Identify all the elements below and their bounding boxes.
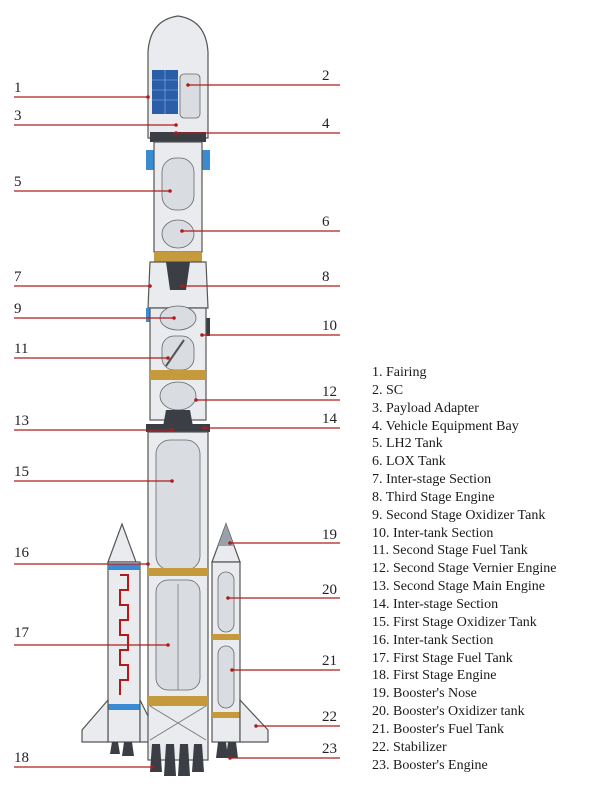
callout-number: 6 — [322, 214, 330, 230]
callout-number: 8 — [322, 269, 330, 285]
leader-dot — [174, 131, 178, 135]
left-booster — [81, 522, 151, 756]
callout-number: 2 — [322, 68, 330, 84]
callout-number: 12 — [322, 384, 337, 400]
right-booster — [211, 522, 269, 758]
leader-dot — [254, 724, 258, 728]
leader-dot — [180, 229, 184, 233]
callout-number: 14 — [322, 411, 338, 427]
leader-dot — [230, 668, 234, 672]
leader-dot — [166, 643, 170, 647]
legend-item: 23. Booster's Engine — [372, 757, 488, 773]
legend-item: 21. Booster's Fuel Tank — [372, 721, 504, 737]
callout-number: 15 — [14, 464, 29, 480]
legend-item: 11. Second Stage Fuel Tank — [372, 543, 528, 559]
leader-dot — [180, 284, 184, 288]
callout-number: 23 — [322, 741, 337, 757]
leader-dot — [170, 479, 174, 483]
leader-dot — [150, 765, 154, 769]
leader-dot — [170, 428, 174, 432]
leader-dot — [200, 333, 204, 337]
legend-item: 22. Stabilizer — [372, 739, 447, 755]
legend-item: 18. First Stage Engine — [372, 668, 497, 684]
legend-item: 19. Booster's Nose — [372, 686, 477, 702]
legend-item: 5. LH2 Tank — [372, 436, 443, 452]
legend-item: 4. Vehicle Equipment Bay — [372, 418, 519, 434]
legend-item: 7. Inter-stage Section — [372, 472, 492, 488]
callout-number: 5 — [14, 174, 22, 190]
legend-item: 12. Second Stage Vernier Engine — [372, 561, 557, 577]
callout-number: 11 — [14, 341, 28, 357]
core-vehicle — [146, 15, 210, 776]
leader-dot — [172, 316, 176, 320]
leader-dot — [146, 562, 150, 566]
callout-number: 21 — [322, 653, 337, 669]
legend-item: 3. Payload Adapter — [372, 400, 479, 416]
legend-item: 16. Inter-tank Section — [372, 632, 494, 648]
legend-item: 1. Fairing — [372, 365, 427, 380]
callout-number: 20 — [322, 582, 337, 598]
leader-dot — [186, 83, 190, 87]
leader-dot — [226, 596, 230, 600]
callout-number: 16 — [14, 545, 30, 561]
legend-item: 9. Second Stage Oxidizer Tank — [372, 507, 546, 523]
legend-item: 13. Second Stage Main Engine — [372, 579, 546, 595]
leader-dot — [228, 541, 232, 545]
leader-dot — [146, 95, 150, 99]
leader-dot — [194, 398, 198, 402]
leader-dot — [228, 756, 232, 760]
callout-number: 17 — [14, 625, 30, 641]
callout-number: 22 — [322, 709, 337, 725]
callout-number: 4 — [322, 116, 330, 132]
callout-number: 19 — [322, 527, 337, 543]
leader-dot — [168, 189, 172, 193]
callout-number: 3 — [14, 108, 22, 124]
callout-number: 9 — [14, 301, 22, 317]
legend-item: 20. Booster's Oxidizer tank — [372, 704, 525, 720]
legend-item: 17. First Stage Fuel Tank — [372, 650, 513, 666]
callout-number: 7 — [14, 269, 22, 285]
legend-item: 8. Third Stage Engine — [372, 489, 495, 505]
legend-item: 14. Inter-stage Section — [372, 596, 499, 612]
legend-item: 15. First Stage Oxidizer Tank — [372, 614, 537, 630]
leader-dot — [174, 123, 178, 127]
leader-dot — [202, 426, 206, 430]
callout-number: 1 — [14, 80, 22, 96]
callout-number: 13 — [14, 413, 29, 429]
legend-item: 10. Inter-tank Section — [372, 525, 494, 541]
callout-number: 10 — [322, 318, 337, 334]
legend-item: 2. SC — [372, 382, 404, 398]
legend-item: 6. LOX Tank — [372, 454, 446, 470]
callout-number: 18 — [14, 750, 29, 766]
leader-dot — [166, 356, 170, 360]
legend-list: 1. Fairing 2. SC 3. Payload Adapter 4. Vehi… — [372, 364, 556, 774]
leader-dot — [148, 284, 152, 288]
